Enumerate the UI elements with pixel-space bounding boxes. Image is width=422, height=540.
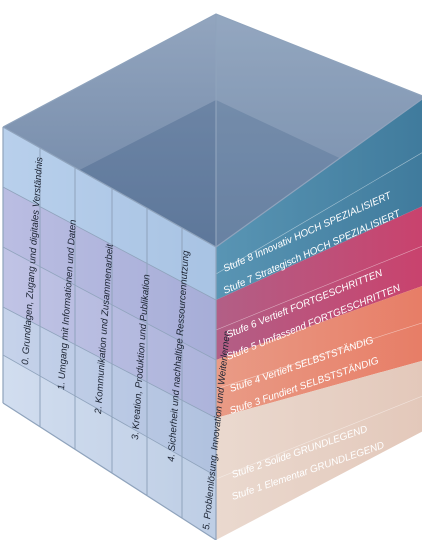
left-layer-1 [3, 127, 216, 300]
band-selbststaendig [216, 286, 422, 418]
cube-top-face [3, 14, 422, 247]
band-fortgeschritten [216, 206, 422, 360]
left-layer-3 [3, 247, 216, 418]
band-hoch-spezialisiert [216, 99, 422, 300]
cube-edges [2, 13, 422, 540]
left-layer-2 [3, 187, 216, 360]
left-layer-4 [3, 307, 216, 476]
right-face [215, 14, 422, 540]
band-grundlegend [216, 360, 422, 540]
left-layer-5 [3, 355, 216, 540]
right-face-upper-glass [216, 14, 422, 300]
